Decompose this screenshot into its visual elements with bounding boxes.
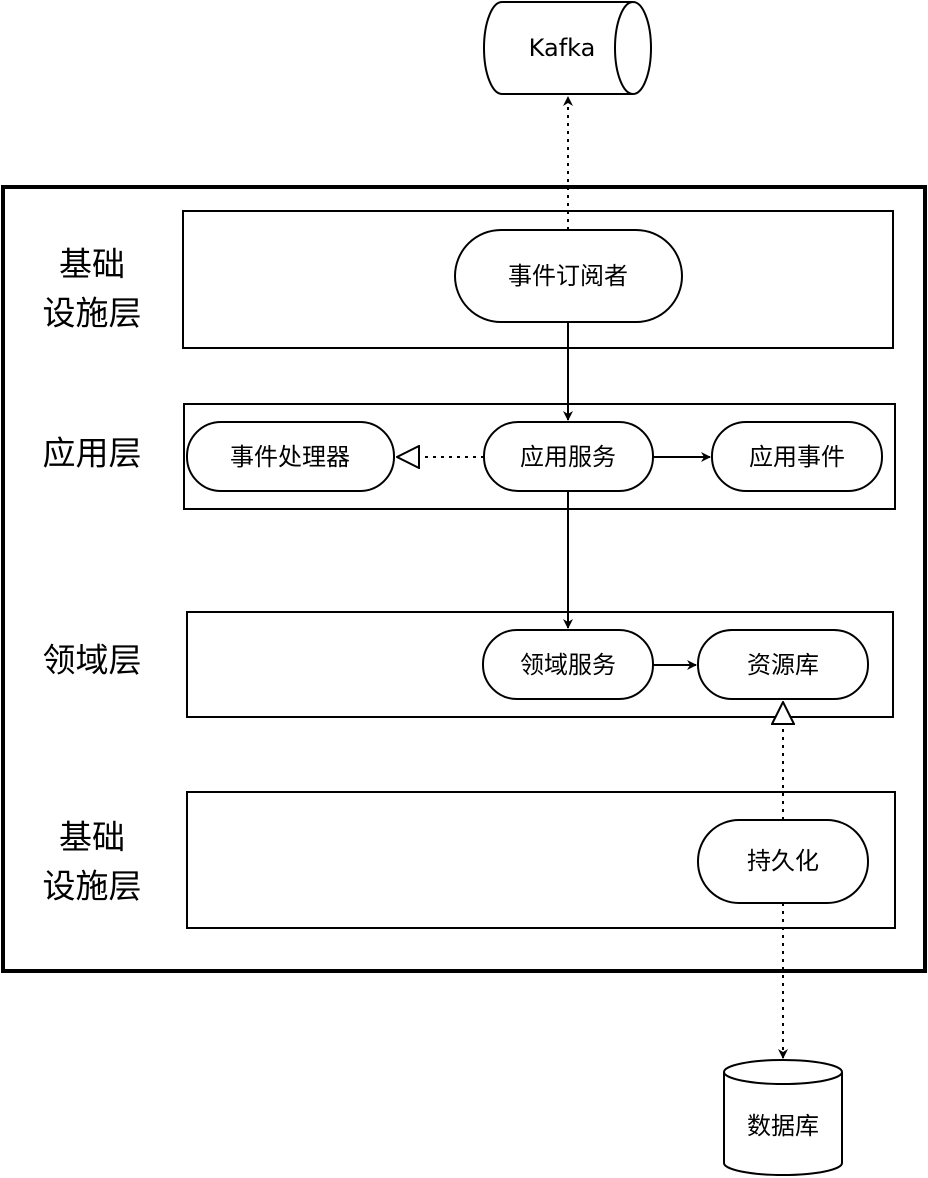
layer-label-domain: 领域层 xyxy=(43,641,142,680)
node-app-service: 应用服务 xyxy=(483,421,654,492)
layer-label-infra-bottom-line1: 基础 xyxy=(59,818,125,857)
event-handler-label: 事件处理器 xyxy=(230,443,350,471)
node-event-subscriber: 事件订阅者 xyxy=(454,229,683,323)
node-app-event: 应用事件 xyxy=(711,421,883,492)
node-event-handler: 事件处理器 xyxy=(186,421,395,492)
layer-label-infra-bottom-line2: 设施层 xyxy=(43,867,142,906)
cylinder-vertical-icon-rim xyxy=(723,1071,843,1085)
app-event-label: 应用事件 xyxy=(749,443,845,471)
kafka-label: Kafka xyxy=(529,34,596,62)
cylinder-horizontal-icon-cap xyxy=(614,1,634,95)
cylinder-vertical-icon xyxy=(723,1059,843,1176)
node-persistence: 持久化 xyxy=(697,819,869,904)
layer-label-infra-top-line2: 设施层 xyxy=(43,294,142,333)
node-repository: 资源库 xyxy=(697,629,869,700)
repository-label: 资源库 xyxy=(747,651,819,679)
layer-label-application: 应用层 xyxy=(43,434,142,473)
node-domain-service: 领域服务 xyxy=(482,629,654,700)
database-store: 数据库 xyxy=(723,1059,843,1176)
app-service-label: 应用服务 xyxy=(520,443,616,471)
kafka-queue: Kafka xyxy=(483,0,652,95)
layer-label-infra-top-line1: 基础 xyxy=(59,245,125,284)
event-subscriber-label: 事件订阅者 xyxy=(508,262,628,290)
domain-service-label: 领域服务 xyxy=(520,651,616,679)
database-label: 数据库 xyxy=(747,1112,819,1140)
system-boundary xyxy=(1,185,927,973)
persistence-label: 持久化 xyxy=(747,847,819,875)
